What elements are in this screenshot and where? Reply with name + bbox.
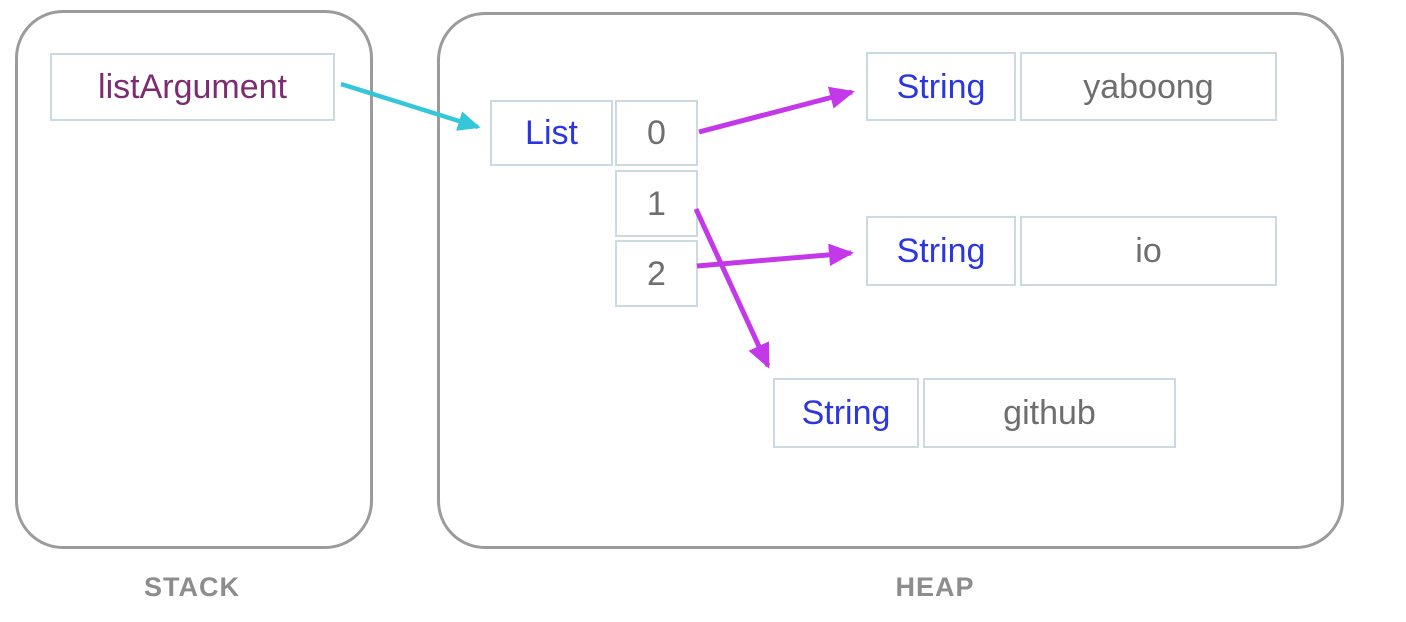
string-object-1-type-label: String (866, 216, 1016, 286)
string-object-2-type-label: String (773, 378, 919, 448)
list-index-cell-1: 1 (615, 170, 698, 237)
heap-caption: HEAP (895, 572, 975, 602)
stack-variable-listargument: listArgument (50, 53, 335, 121)
list-index-cell-2: 2 (615, 240, 698, 307)
string-object-1-value: io (1020, 216, 1277, 286)
stack-caption: STACK (144, 572, 240, 602)
string-object-0-type-label: String (866, 52, 1016, 121)
list-object-type-label: List (490, 100, 613, 166)
string-object-2-value: github (923, 378, 1176, 448)
list-index-cell-0: 0 (615, 100, 698, 166)
string-object-0-value: yaboong (1020, 52, 1277, 121)
